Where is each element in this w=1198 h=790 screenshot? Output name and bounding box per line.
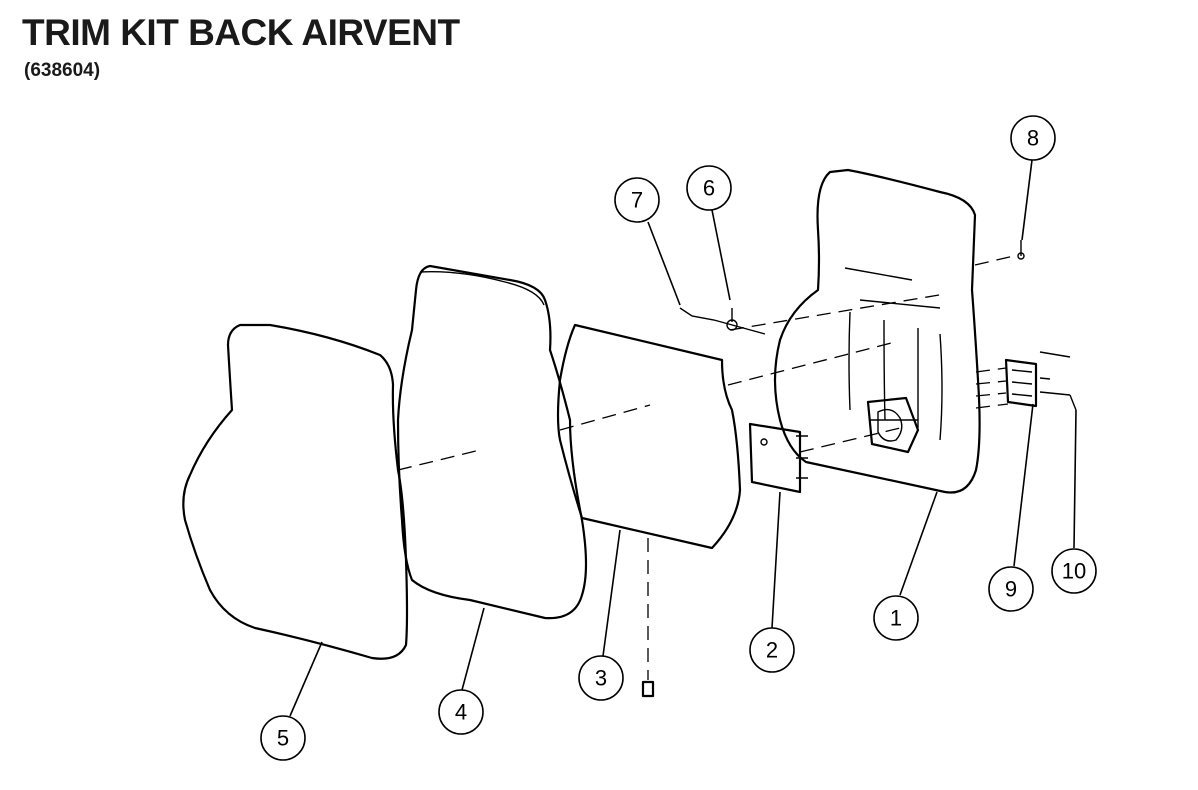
- callout-4: 4: [438, 689, 484, 735]
- assembly-axis-line: [397, 341, 896, 471]
- part-3-back-panel: [556, 323, 742, 550]
- assembly-axis-lower: [799, 427, 901, 453]
- part-4-foam-pad: [396, 264, 588, 620]
- part-5-back-cover: [182, 323, 409, 660]
- part-9-fastener-axes: [975, 367, 1009, 409]
- leader-5: [289, 641, 323, 717]
- callout-2: 2: [749, 627, 795, 673]
- callout-7: 7: [614, 177, 660, 223]
- callout-5-label: 5: [277, 726, 289, 751]
- part-4-foam-pad-edge: [419, 271, 545, 306]
- part-8-pin-head: [1017, 252, 1025, 260]
- callout-9-label: 9: [1005, 577, 1017, 602]
- leader-2: [771, 491, 781, 629]
- part-2-bracket-plate: [748, 422, 802, 494]
- callout-1-label: 1: [890, 606, 902, 631]
- callout-8-label: 8: [1027, 126, 1039, 151]
- screw-bottom: [641, 680, 655, 698]
- leader-6: [711, 209, 731, 301]
- part-2-bracket-tabs: [796, 435, 808, 479]
- callout-3-label: 3: [595, 666, 607, 691]
- callout-6-label: 6: [703, 176, 715, 201]
- leader-8: [1021, 159, 1033, 241]
- part-1-frame-detail-upper: [844, 267, 941, 309]
- callout-10: 10: [1051, 548, 1097, 594]
- callout-8: 8: [1010, 115, 1056, 161]
- callout-4-label: 4: [455, 700, 467, 725]
- leader-1: [899, 491, 938, 596]
- part-2-bracket-hole: [760, 438, 768, 446]
- leader-3: [602, 529, 621, 657]
- part-1-seat-back-frame: [773, 168, 981, 494]
- part-1-airvent-valve-inner: [870, 408, 918, 442]
- part-1-frame-detail-rails: [848, 311, 943, 441]
- callout-2-label: 2: [766, 638, 778, 663]
- assembly-axis-upper: [729, 254, 1019, 331]
- callout-3: 3: [578, 655, 624, 701]
- leader-9: [1013, 403, 1034, 567]
- callout-10-label: 10: [1062, 559, 1086, 584]
- part-1-airvent-valve: [866, 396, 920, 454]
- callout-7-label: 7: [631, 188, 643, 213]
- part-9-valve-block-detail: [1011, 369, 1033, 397]
- part-9-valve-block: [1004, 358, 1038, 408]
- callout-9: 9: [988, 566, 1034, 612]
- callout-6: 6: [686, 165, 732, 211]
- part-10-fastener: [1039, 351, 1077, 411]
- diagram-title: TRIM KIT BACK AIRVENT: [22, 12, 460, 53]
- leader-7: [647, 221, 681, 306]
- leader-4: [461, 607, 485, 691]
- part-number: (638604): [24, 60, 101, 81]
- part-7-fastener: [679, 307, 766, 335]
- leader-10: [1073, 409, 1077, 549]
- callout-5: 5: [260, 715, 306, 761]
- callout-1: 1: [873, 595, 919, 641]
